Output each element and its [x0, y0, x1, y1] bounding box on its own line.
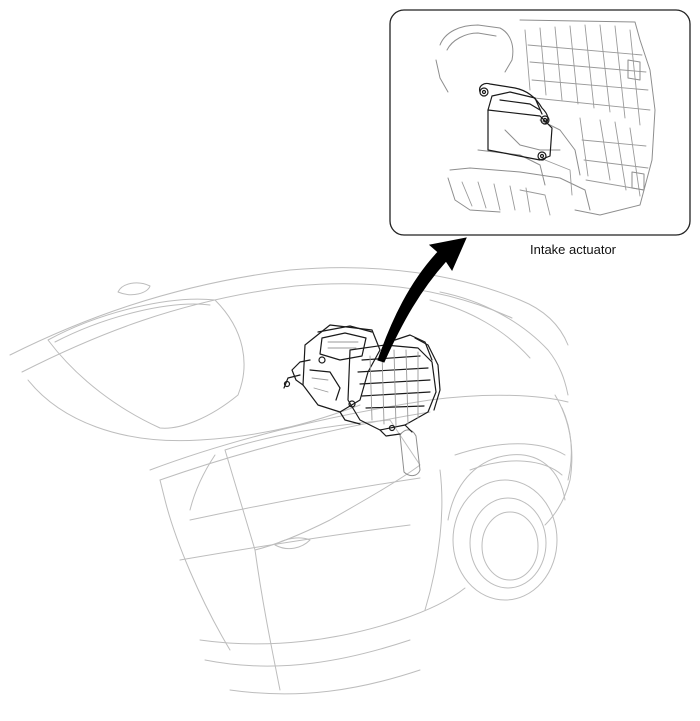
intake-actuator-label: Intake actuator — [530, 242, 616, 257]
hvac-heater-blower-unit — [283, 324, 441, 437]
callout-arrow — [377, 237, 467, 363]
inset-frame — [389, 9, 691, 236]
car-outline — [9, 267, 573, 695]
detail-inset — [389, 9, 691, 236]
